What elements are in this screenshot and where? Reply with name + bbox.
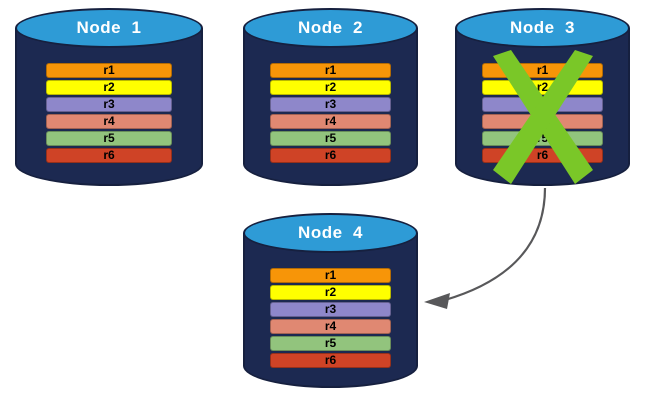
node-2[interactable]: Node 2 r1 r2 r3 r4 r5 r6 — [243, 8, 418, 188]
node-3[interactable]: Node 3 r1 r2 r3 r4 r5 r6 — [455, 8, 630, 188]
record-row[interactable]: r3 — [46, 97, 172, 112]
node-2-cylinder-top — [243, 8, 418, 48]
node-1-cylinder-top — [15, 8, 203, 48]
node-1[interactable]: Node 1 r1 r2 r3 r4 r5 r6 — [15, 8, 203, 188]
node-1-title: Node 1 — [76, 18, 142, 37]
record-row[interactable]: r3 — [270, 302, 391, 317]
record-row[interactable]: r6 — [270, 353, 391, 368]
node-1-records: r1 r2 r3 r4 r5 r6 — [46, 63, 172, 163]
record-row[interactable]: r2 — [270, 285, 391, 300]
record-row[interactable]: r3 — [482, 97, 603, 112]
record-row[interactable]: r4 — [270, 114, 391, 129]
record-row[interactable]: r6 — [482, 148, 603, 163]
record-row[interactable]: r4 — [46, 114, 172, 129]
record-row[interactable]: r1 — [482, 63, 603, 78]
node-4[interactable]: Node 4 r1 r2 r3 r4 r5 r6 — [243, 213, 418, 393]
record-row[interactable]: r2 — [46, 80, 172, 95]
node-2-records: r1 r2 r3 r4 r5 r6 — [270, 63, 391, 163]
node-4-title: Node 4 — [298, 223, 363, 242]
record-row[interactable]: r5 — [46, 131, 172, 146]
record-row[interactable]: r6 — [46, 148, 172, 163]
node-3-title: Node 3 — [510, 18, 575, 37]
record-row[interactable]: r5 — [270, 336, 391, 351]
node-3-records: r1 r2 r3 r4 r5 r6 — [482, 63, 603, 163]
record-row[interactable]: r1 — [270, 63, 391, 78]
arrow-head-icon — [424, 293, 450, 309]
node-4-records: r1 r2 r3 r4 r5 r6 — [270, 268, 391, 368]
record-row[interactable]: r1 — [270, 268, 391, 283]
record-row[interactable]: r4 — [270, 319, 391, 334]
record-row[interactable]: r2 — [270, 80, 391, 95]
record-row[interactable]: r5 — [270, 131, 391, 146]
node-3-cylinder-top — [455, 8, 630, 48]
record-row[interactable]: r3 — [270, 97, 391, 112]
arrow-line — [444, 187, 547, 302]
record-row[interactable]: r1 — [46, 63, 172, 78]
record-row[interactable]: r4 — [482, 114, 603, 129]
node-2-title: Node 2 — [298, 18, 363, 37]
record-row[interactable]: r2 — [482, 80, 603, 95]
record-row[interactable]: r6 — [270, 148, 391, 163]
node-4-cylinder-top — [243, 213, 418, 253]
record-row[interactable]: r5 — [482, 131, 603, 146]
